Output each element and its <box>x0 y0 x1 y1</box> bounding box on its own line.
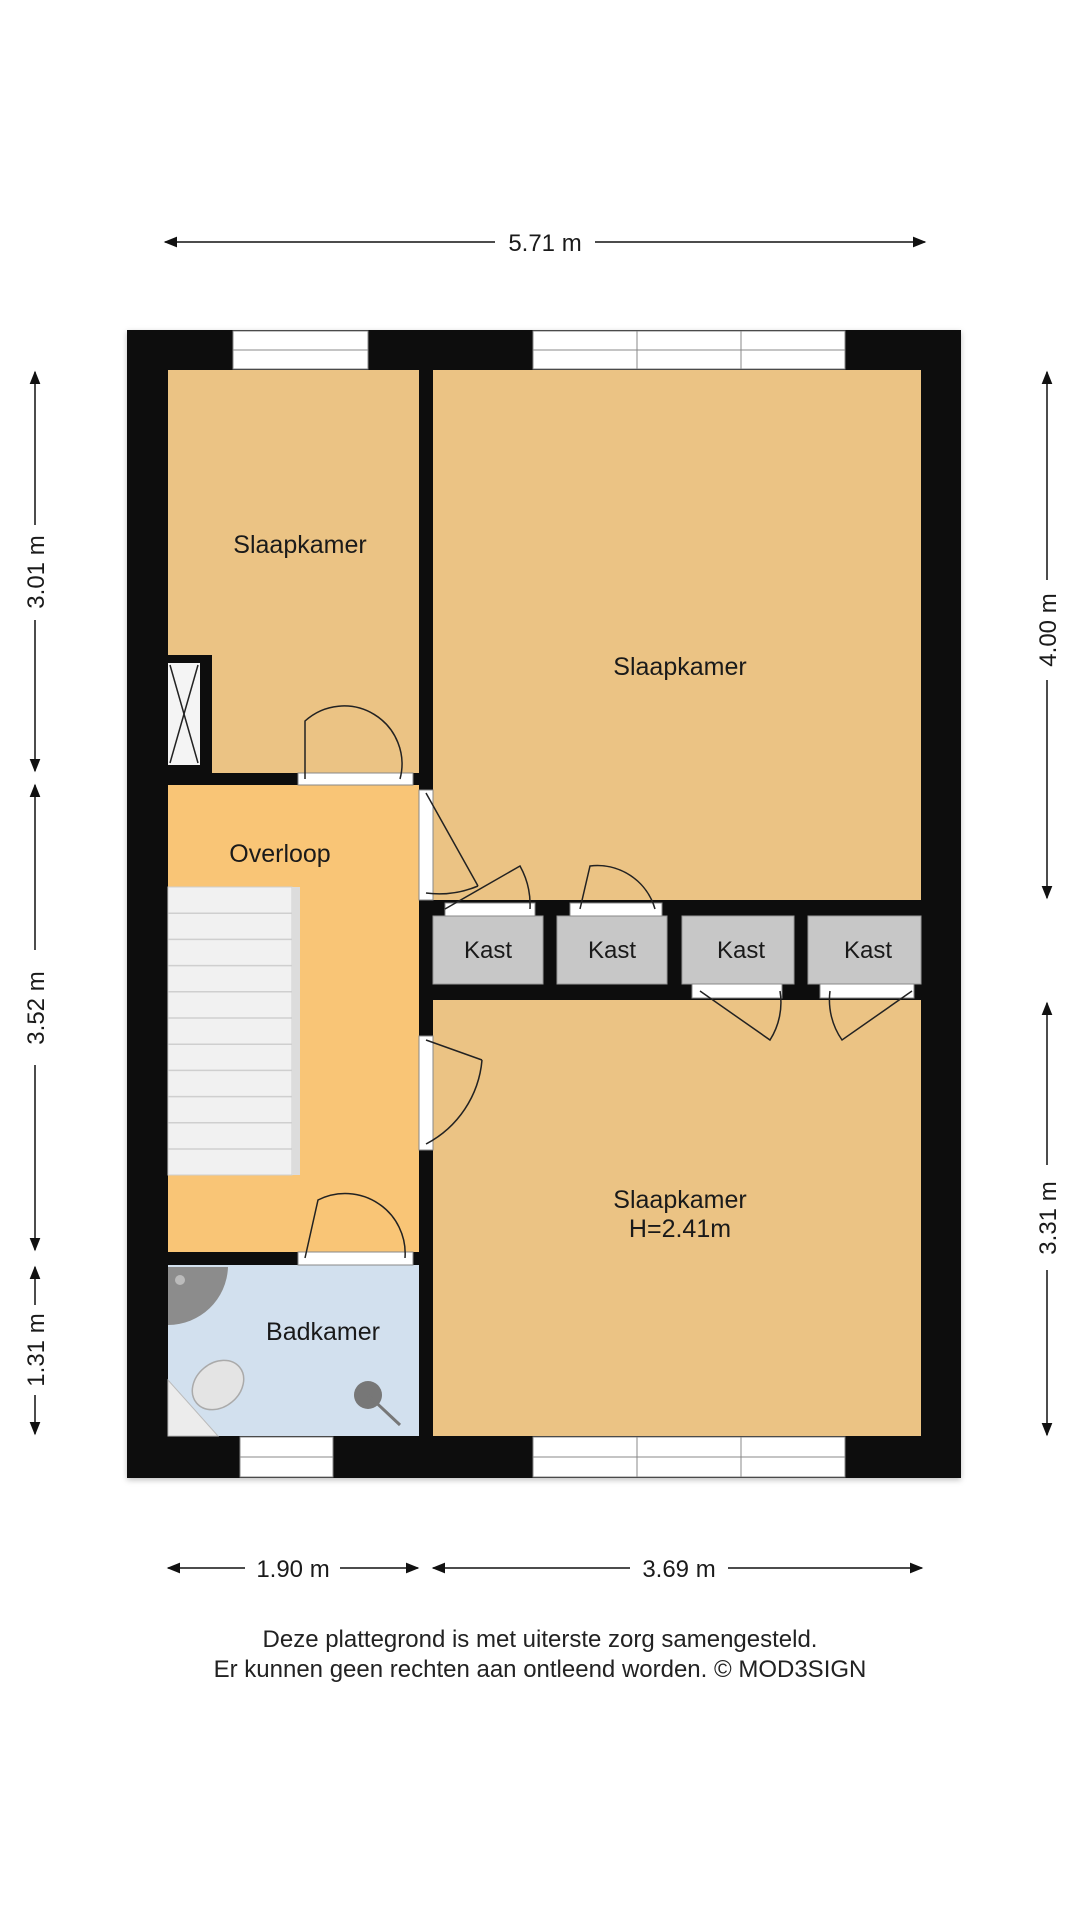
dim-left-bottom: 1.31 m <box>23 1313 50 1386</box>
closet-3 <box>681 915 795 985</box>
label-closet-4: Kast <box>844 937 892 964</box>
label-bedroom-top-right: Slaapkamer <box>613 653 746 681</box>
dim-bottom-left: 1.90 m <box>256 1556 329 1583</box>
room-bedroom-top-right <box>433 370 921 900</box>
dim-bottom-right: 3.69 m <box>642 1556 715 1583</box>
label-closet-2: Kast <box>588 937 636 964</box>
label-landing: Overloop <box>229 840 330 868</box>
dim-right-top: 4.00 m <box>1035 593 1062 666</box>
room-bedroom-bottom <box>433 1000 921 1436</box>
bathroom-fixtures <box>167 1267 402 1437</box>
label-bathroom: Badkamer <box>266 1318 380 1346</box>
shaft <box>168 655 212 773</box>
label-closet-3: Kast <box>717 937 765 964</box>
label-bedroom-bottom-height: H=2.41m <box>629 1215 731 1243</box>
disclaimer-line-1: Deze plattegrond is met uiterste zorg sa… <box>262 1626 818 1653</box>
disclaimer: Deze plattegrond is met uiterste zorg sa… <box>0 1625 1080 1685</box>
dim-left-top: 3.01 m <box>23 535 50 608</box>
label-bedroom-top-left: Slaapkamer <box>233 531 366 559</box>
label-bedroom-bottom: Slaapkamer <box>613 1186 746 1214</box>
disclaimer-line-2: Er kunnen geen rechten aan ontleend word… <box>213 1656 867 1683</box>
dim-top-width: 5.71 m <box>508 230 581 257</box>
dimension-lines <box>29 236 1053 1574</box>
dim-left-middle: 3.52 m <box>23 971 50 1044</box>
label-closet-1: Kast <box>464 937 512 964</box>
closet-4 <box>807 915 922 985</box>
dim-right-bottom: 3.31 m <box>1035 1181 1062 1254</box>
doors <box>297 705 915 1266</box>
stairs <box>167 886 300 1176</box>
windows <box>232 330 846 1478</box>
